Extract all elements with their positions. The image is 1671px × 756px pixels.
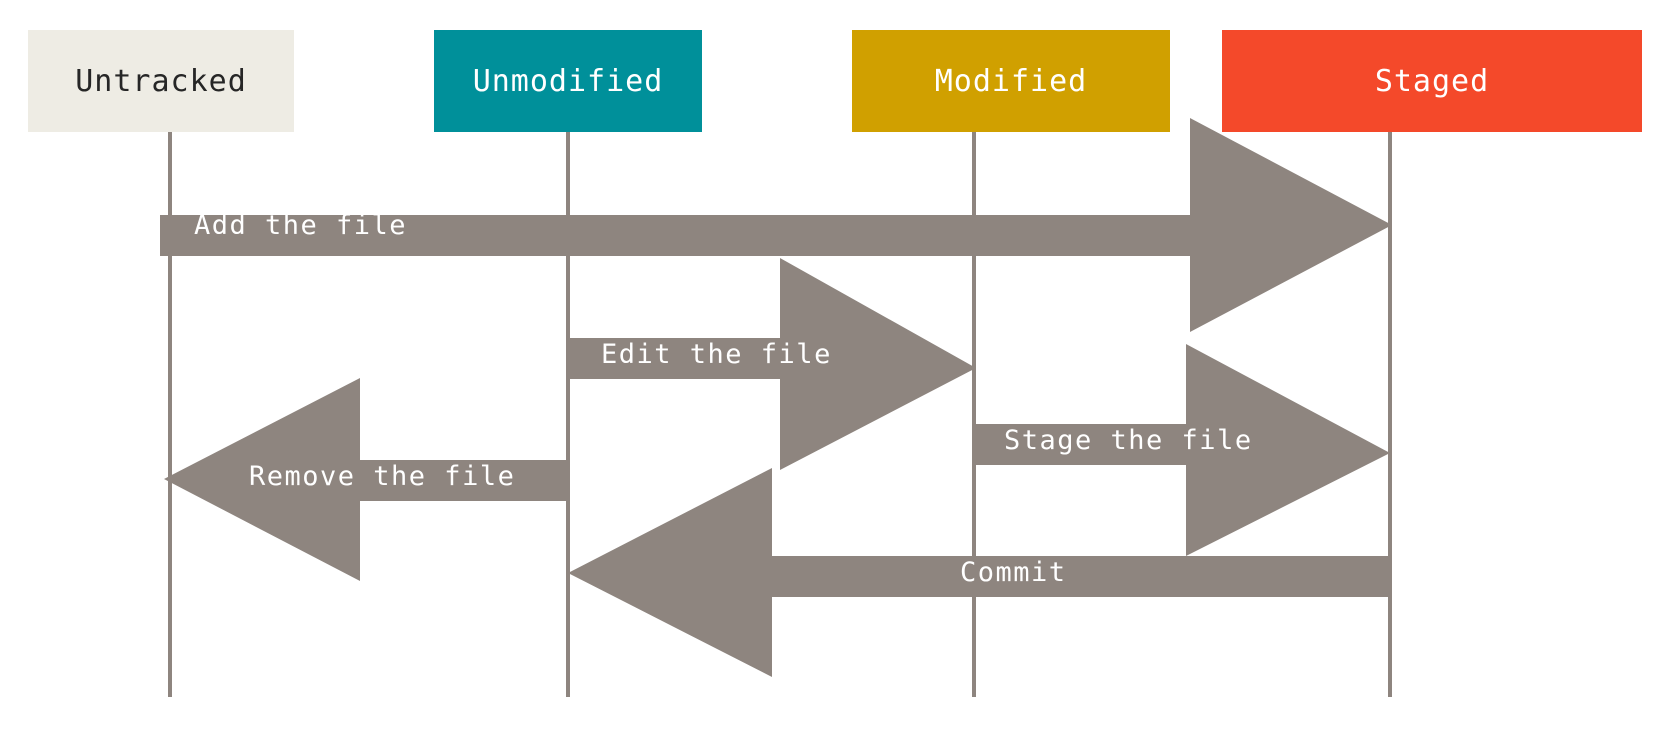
lifelines xyxy=(168,132,1392,697)
lifeline-staged xyxy=(1388,132,1392,697)
state-label-untracked: Untracked xyxy=(75,63,247,99)
lifeline-untracked xyxy=(168,132,172,697)
arrow-add-the-file xyxy=(160,118,1392,332)
lifeline-modified xyxy=(972,132,976,697)
arrow-edit-the-file xyxy=(566,258,976,470)
state-box-staged[interactable]: Staged xyxy=(1222,30,1642,132)
lifeline-unmodified xyxy=(566,132,570,697)
state-label-unmodified: Unmodified xyxy=(472,63,664,99)
state-label-modified: Modified xyxy=(934,63,1088,99)
arrow-stage-the-file xyxy=(972,344,1390,556)
arrow-commit xyxy=(568,468,1392,677)
state-label-staged: Staged xyxy=(1374,63,1490,99)
state-box-untracked[interactable]: Untracked xyxy=(28,30,294,132)
state-box-modified[interactable]: Modified xyxy=(852,30,1170,132)
state-box-unmodified[interactable]: Unmodified xyxy=(434,30,702,132)
arrow-remove-the-file xyxy=(164,378,570,581)
